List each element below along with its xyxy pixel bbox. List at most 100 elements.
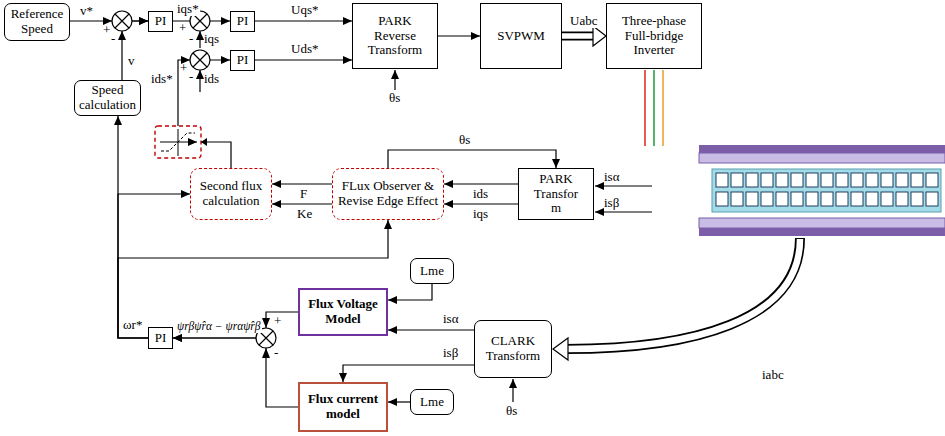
coil-slot [926,192,938,206]
sum-junctions [112,11,276,348]
transform-box: CLARK Transform [474,320,552,378]
signal-connector [173,312,298,338]
feedback-wire [199,70,200,92]
coil-slot [821,192,833,206]
box-label: CLARK Transform [478,334,548,364]
coil-slot [911,173,923,187]
sum-sign: - [189,70,193,84]
coil-slot [806,173,818,187]
signal-connector [562,26,606,46]
box-label: PARK Transfor m [530,172,582,217]
signal-name: iqs [472,207,489,221]
coil-slot [746,192,758,206]
limiter-curve [161,133,195,151]
coil-slot [776,192,788,206]
signal-connector [388,402,410,403]
parameter-box: Lme [410,389,454,415]
signal-name: θs [458,133,471,147]
coil-slot [731,192,743,206]
sum-sign: + [103,23,110,37]
signal-connector [272,204,332,205]
box-label: Flux current model [303,392,383,422]
signal-connector [438,36,480,37]
coil-slot [911,192,923,206]
signal-name: iqs [204,32,219,46]
signal-name: v [127,54,136,68]
signal-name: iabc [762,368,784,382]
signal-name: F [299,187,308,201]
signal-name: ωr* [122,318,143,332]
signal-name: θs [506,404,517,418]
signal-name: isα [442,312,459,326]
signal-name: isα [604,170,619,184]
transform-box: PARK Transfor m [518,168,594,220]
pi-block: PI [230,50,255,71]
sum-sign: + [274,314,281,328]
speed-box: Speed calculation [74,80,141,116]
signal-connector [173,338,298,407]
current-wire [595,185,652,186]
box-label: PARK Reverse Transform [356,14,434,59]
current-arrow [566,238,800,349]
signal-connector [388,284,432,300]
signal-connector [388,330,474,331]
coil-row [716,173,938,206]
box-label: Lme [420,264,444,279]
signal-connector [118,116,148,338]
coil-slot [881,173,893,187]
box-label: Reference Speed [8,7,66,37]
signal-name: θs [389,91,400,105]
signal-name: Uds* [290,42,319,56]
feedback-wire [199,31,200,48]
inverter-box: Three-phase Full-bridge Inverter [606,3,702,69]
box-label: PI [155,331,167,346]
box-label: Three-phase Full-bridge Inverter [610,14,698,59]
coil-slot [746,173,758,187]
coil-slot [836,192,848,206]
stator-bar [699,145,945,153]
sum-sign: - [274,346,278,360]
signal-name: ids [204,72,219,86]
signal-connector [444,204,518,205]
box-label: SVPWM [497,29,545,44]
signal-name: isβ [604,196,619,210]
model-box: Flux current model [298,382,388,432]
coil-slot [896,173,908,187]
coil-slot [791,173,803,187]
signal-name: ψrβψ̂rα − ψrαψ̂rβ [176,320,262,333]
coil-slot [851,192,863,206]
sum-sign: + [180,61,187,75]
signal-connector [118,194,190,338]
signal-name: Ke [296,207,313,221]
coil-slot [851,173,863,187]
coil-slot [791,192,803,206]
sum-sign: - [111,32,115,46]
signal-connector [272,184,332,185]
coil-slot [926,173,938,187]
signal-connector [343,365,474,382]
signal-name: Uqs* [290,3,319,17]
reference-box: Reference Speed [4,3,70,41]
coil-slot [716,192,728,206]
coil-slot [806,192,818,206]
modulator-box: SVPWM [480,3,562,69]
signal-connector [255,21,352,22]
coil-slot [716,173,728,187]
sum-sign: + [179,21,186,35]
pi-block: PI [148,327,173,349]
signal-connector [118,220,388,338]
signal-name: isβ [442,346,459,360]
stator-bar [699,228,945,236]
coil-slot [761,173,773,187]
box-label: Lme [420,395,444,410]
signal-name: Uabc [569,14,598,28]
coil-slot [776,173,788,187]
signal-name: v* [79,4,94,18]
box-label: PI [237,14,249,29]
coil-slot [731,173,743,187]
pi-block: PI [148,11,173,32]
box-label: PI [237,53,249,68]
stator-band [699,218,945,228]
limiter-input-head [201,138,207,146]
box-label: PI [155,14,167,29]
